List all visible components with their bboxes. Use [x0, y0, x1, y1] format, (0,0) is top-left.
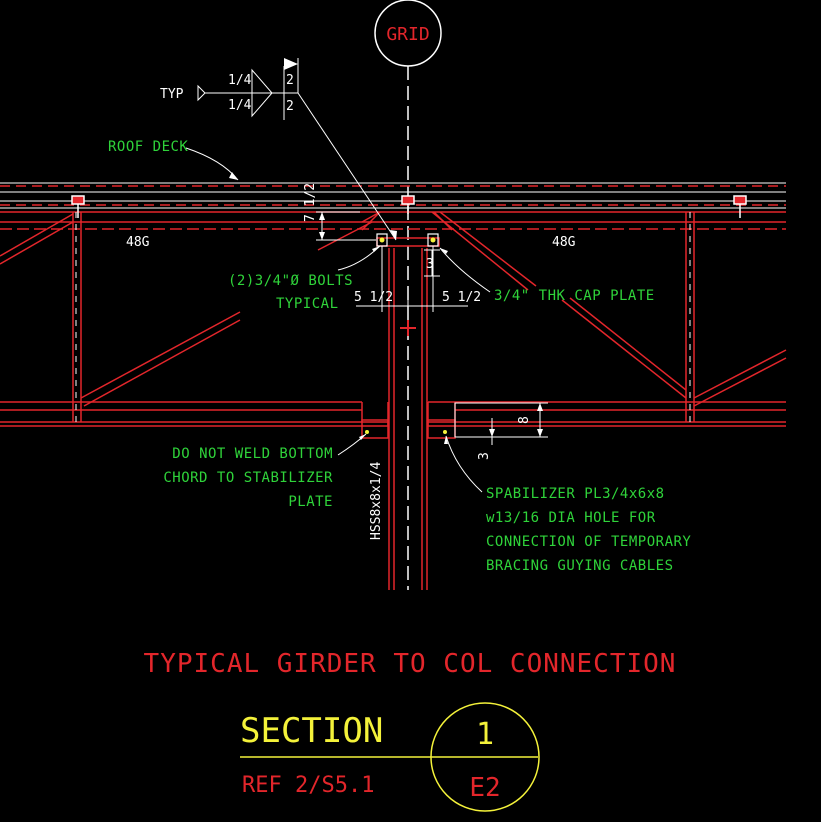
- leader-arrowheads: [229, 172, 448, 444]
- dim-cap-height: 3: [426, 257, 434, 272]
- stabilizer-hole-right: [443, 430, 447, 434]
- stabilizer-hole-left: [365, 430, 369, 434]
- dimension-lines: [316, 211, 548, 445]
- cap-plate-bolts: [376, 233, 439, 247]
- weld-top-length: 2: [286, 73, 294, 88]
- dim-right-offset: 5 1/2: [442, 290, 481, 305]
- dim-hole-offset: 3: [477, 452, 492, 460]
- bolts-label-line1: (2)3/4"Ø BOLTS: [228, 273, 353, 289]
- reference-label: REF 2/S5.1: [242, 773, 374, 798]
- stabilizer-note-line2: w13/16 DIA HOLE FOR: [486, 510, 656, 526]
- cap-plate-label: 3/4" THK CAP PLATE: [494, 288, 655, 304]
- weld-symbol: TYP 1/4 1/4 2 2: [160, 58, 299, 120]
- column-center-mark: [400, 320, 416, 336]
- girder-right-label: 48G: [552, 235, 576, 250]
- weld-typ-label: TYP: [160, 87, 184, 102]
- stabilizer-note-line1: SPABILIZER PL3/4x6x8: [486, 486, 665, 502]
- stabilizer-note-line3: CONNECTION OF TEMPORARY: [486, 534, 691, 550]
- hss-column: [388, 248, 428, 590]
- bolts-label-line2: TYPICAL: [276, 296, 339, 312]
- section-bubble-sheet: E2: [469, 773, 500, 803]
- roof-deck-dashes: [0, 185, 786, 206]
- drawing-title: TYPICAL GIRDER TO COL CONNECTION: [144, 649, 677, 679]
- bottom-note-line3: PLATE: [288, 494, 333, 510]
- annotations: ROOF DECK 48G 48G (2)3/4"Ø BOLTS TYPICAL…: [108, 139, 691, 574]
- section-label: SECTION: [240, 711, 383, 751]
- dim-left-offset: 5 1/2: [354, 290, 393, 305]
- weld-bottom-length: 2: [286, 99, 294, 114]
- bottom-note-line1: DO NOT WELD BOTTOM: [172, 446, 333, 462]
- weld-bottom-size: 1/4: [228, 98, 252, 113]
- dimension-ticks: [319, 212, 543, 437]
- bottom-note-line2: CHORD TO STABILIZER: [163, 470, 333, 486]
- stabilizer-note-line4: BRACING GUYING CABLES: [486, 558, 674, 574]
- field-weld-flag-icon: [284, 58, 298, 70]
- grid-bubble: GRID: [374, 0, 442, 67]
- roof-deck-label: ROOF DECK: [108, 139, 188, 155]
- girder-left-label: 48G: [126, 235, 150, 250]
- column-size-label: HSS8x8x1/4: [369, 462, 384, 540]
- title-block: TYPICAL GIRDER TO COL CONNECTION SECTION…: [144, 649, 677, 812]
- girder-bottom-chord: [0, 401, 786, 427]
- weld-top-size: 1/4: [228, 73, 252, 88]
- section-bubble-number: 1: [476, 717, 494, 752]
- joist-seats: [71, 195, 747, 218]
- girder-top-chord: [0, 211, 786, 230]
- dim-seat-depth: 7 1/2: [303, 183, 318, 222]
- girder-webs: [0, 211, 787, 422]
- section-bubble: [430, 702, 540, 812]
- roof-deck: [0, 182, 786, 209]
- grid-label: GRID: [386, 24, 429, 45]
- dim-plate-height: 8: [517, 416, 532, 424]
